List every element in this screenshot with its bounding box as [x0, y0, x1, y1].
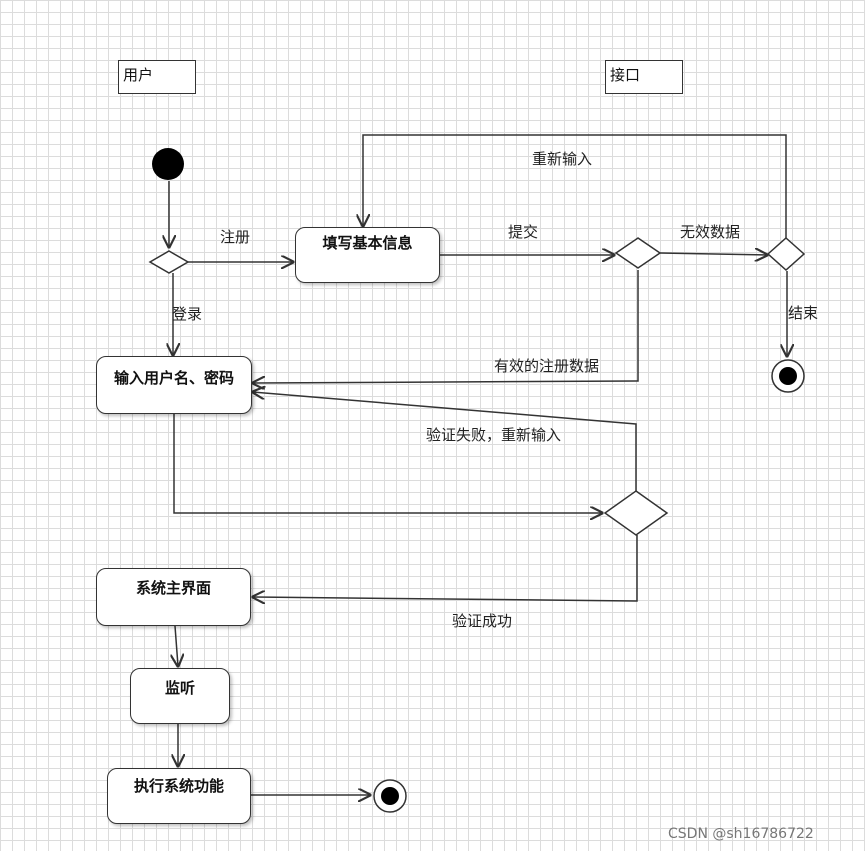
- label-verify-failed: 验证失败，重新输入: [426, 426, 562, 444]
- label-submit: 提交: [508, 223, 539, 241]
- edge-invalid-data: [659, 253, 767, 255]
- watermark: CSDN @sh16786722: [668, 826, 814, 842]
- label-end: 结束: [788, 304, 819, 322]
- node-execute-functions: 执行系统功能: [107, 768, 251, 824]
- lane-interface: 接口: [605, 60, 683, 94]
- label-invalid-data: 无效数据: [680, 223, 741, 241]
- decision-verify: [603, 490, 669, 536]
- end-node-register: [771, 359, 805, 393]
- node-enter-credentials: 输入用户名、密码: [96, 356, 252, 414]
- decision-invalid-data: [766, 236, 806, 272]
- decision-submit-validity: [614, 237, 662, 269]
- label-reenter: 重新输入: [532, 150, 593, 168]
- edge-valid-registration: [253, 270, 639, 383]
- edge-verify-success: [253, 535, 638, 601]
- label-verify-success: 验证成功: [452, 612, 513, 630]
- node-listen: 监听: [130, 668, 230, 724]
- start-node: [152, 148, 184, 180]
- edge-main-to-listen: [175, 625, 178, 666]
- lane-user: 用户: [118, 60, 196, 94]
- edge-reenter: [363, 134, 787, 238]
- node-fill-basic-info: 填写基本信息: [295, 227, 440, 283]
- label-register: 注册: [220, 228, 251, 246]
- node-main-interface: 系统主界面: [96, 568, 251, 626]
- label-valid-registration: 有效的注册数据: [494, 357, 600, 375]
- decision-login-or-register: [148, 250, 190, 274]
- end-node-final: [373, 779, 407, 813]
- edge-credentials-to-verify: [173, 414, 602, 513]
- label-login: 登录: [172, 305, 203, 323]
- edge-verify-failed: [253, 392, 637, 491]
